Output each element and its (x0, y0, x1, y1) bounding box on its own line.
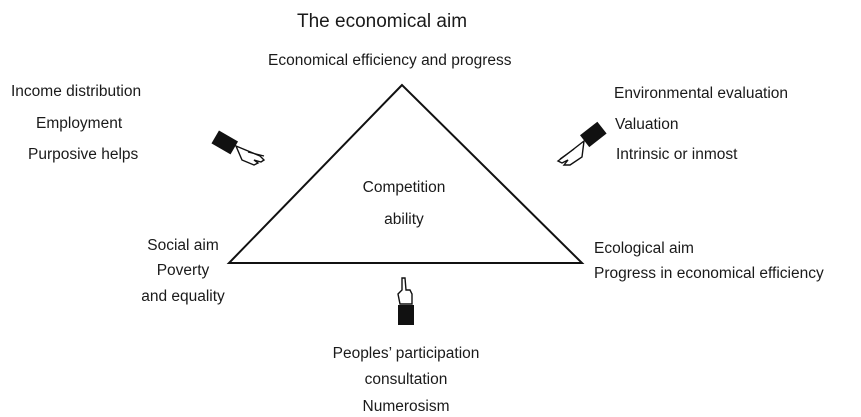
left-list-item-employment: Employment (36, 115, 123, 132)
left-list-item-helps: Purposive helps (28, 146, 139, 163)
competition-triangle (226, 83, 585, 264)
bottom-list-item-numerosism: Numerosism (362, 398, 450, 415)
progress-efficiency-label: Progress in economical efficiency (594, 265, 824, 282)
center-label-line1: Competition (362, 179, 446, 196)
bottom-list-item-participation: Peoples’ participation (332, 345, 480, 362)
center-label-line2: ability (384, 211, 424, 228)
equality-label: and equality (141, 288, 225, 305)
pointing-hand-right-icon (556, 121, 607, 166)
pointing-hand-up-icon (397, 277, 414, 325)
economical-aim-subtitle: Economical efficiency and progress (268, 52, 512, 69)
right-list-item-environmental: Environmental evaluation (614, 85, 789, 102)
right-list-item-intrinsic: Intrinsic or inmost (616, 146, 738, 163)
left-list-item-income: Income distribution (11, 83, 142, 100)
social-aim-label: Social aim (147, 237, 219, 254)
pointing-hand-left-icon (211, 130, 266, 166)
economical-aim-title: The economical aim (297, 11, 468, 32)
right-list-item-valuation: Valuation (615, 116, 679, 133)
poverty-label: Poverty (156, 262, 210, 279)
ecological-aim-label: Ecological aim (594, 240, 694, 257)
bottom-list-item-consultation: consultation (364, 371, 448, 388)
